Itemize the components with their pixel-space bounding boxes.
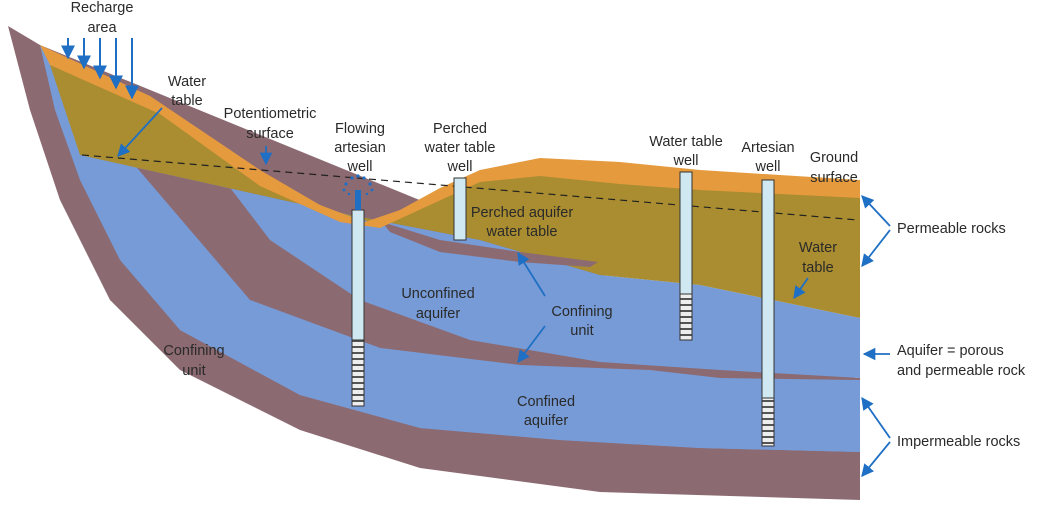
artesian-well — [761, 179, 775, 447]
water-table-right-label-2: table — [802, 260, 833, 276]
permeable-arrow-down — [861, 229, 891, 267]
water-table-right-label-1: Water — [799, 240, 837, 256]
water-table-label-1: Water — [168, 74, 206, 90]
impermeable-rocks-label: Impermeable rocks — [897, 434, 1020, 450]
recharge-arrows — [61, 38, 139, 100]
water-table-label-2: table — [171, 93, 202, 109]
fountain-icon — [342, 174, 374, 196]
unconfined-aquifer — [80, 115, 860, 452]
perched-confining-lens — [382, 222, 598, 267]
confined-aquifer-label-2: aquifer — [524, 413, 569, 429]
impermeable-arrow-up — [861, 396, 891, 439]
artesian-well-label-2: well — [755, 159, 781, 175]
wt-well-label-1: Water table — [649, 134, 723, 150]
perched-aquifer-label-1: Perched aquifer — [471, 205, 574, 221]
perched-aquifer-label-2: water table — [486, 224, 558, 240]
unconfined-aquifer-label-1: Unconfined — [401, 286, 474, 302]
confined-aquifer-label-1: Confined — [517, 394, 575, 410]
flowing-well-label-1: Flowing — [335, 121, 385, 137]
recharge-area-label-2: area — [87, 20, 117, 36]
water-table-right-arrow — [793, 277, 809, 300]
permeable-arrow-up — [861, 195, 891, 227]
perched-water-table-well — [453, 177, 467, 241]
wt-well-label-2: well — [673, 153, 699, 169]
water-table-arrow — [117, 107, 163, 157]
perched-well-label-1: Perched — [433, 121, 487, 137]
water-table-well — [679, 171, 693, 341]
confining-unit-left-label-2: unit — [182, 363, 205, 379]
unconfined-aquifer-label-2: aquifer — [416, 306, 461, 322]
artesian-well-label-1: Artesian — [741, 140, 794, 156]
flowing-well-label-3: well — [347, 159, 373, 175]
leader-arrows — [117, 107, 891, 477]
flowing-well-label-2: artesian — [334, 140, 386, 156]
potentiometric-label-2: surface — [246, 126, 294, 142]
topsoil — [40, 45, 860, 228]
aquifer-definition-label-1: Aquifer = porous — [897, 343, 1004, 359]
confining-unit-left-label-1: Confining — [163, 343, 224, 359]
potentiometric-label-1: Potentiometric — [224, 106, 317, 122]
aquifer-definition-label-2: and permeable rock — [897, 363, 1026, 379]
potentiometric-surface-line — [81, 154, 859, 221]
impermeable-arrow-down — [861, 441, 891, 477]
ground-surface-label-2: surface — [810, 170, 858, 186]
confining-unit-mid-label-1: Confining — [551, 304, 612, 320]
flowing-artesian-well — [342, 174, 374, 407]
confining-unit-mid-label-2: unit — [570, 323, 593, 339]
perched-aquifer-arrow — [517, 251, 546, 297]
ground-surface-label-1: Ground — [810, 150, 858, 166]
mid-confining-unit — [158, 120, 860, 398]
perched-well-label-3: well — [447, 159, 473, 175]
recharge-area-label-1: Recharge — [71, 0, 134, 16]
confining-unit-arrow — [517, 325, 546, 364]
perched-well-label-2: water table — [424, 140, 496, 156]
permeable-rocks-label: Permeable rocks — [897, 221, 1006, 237]
